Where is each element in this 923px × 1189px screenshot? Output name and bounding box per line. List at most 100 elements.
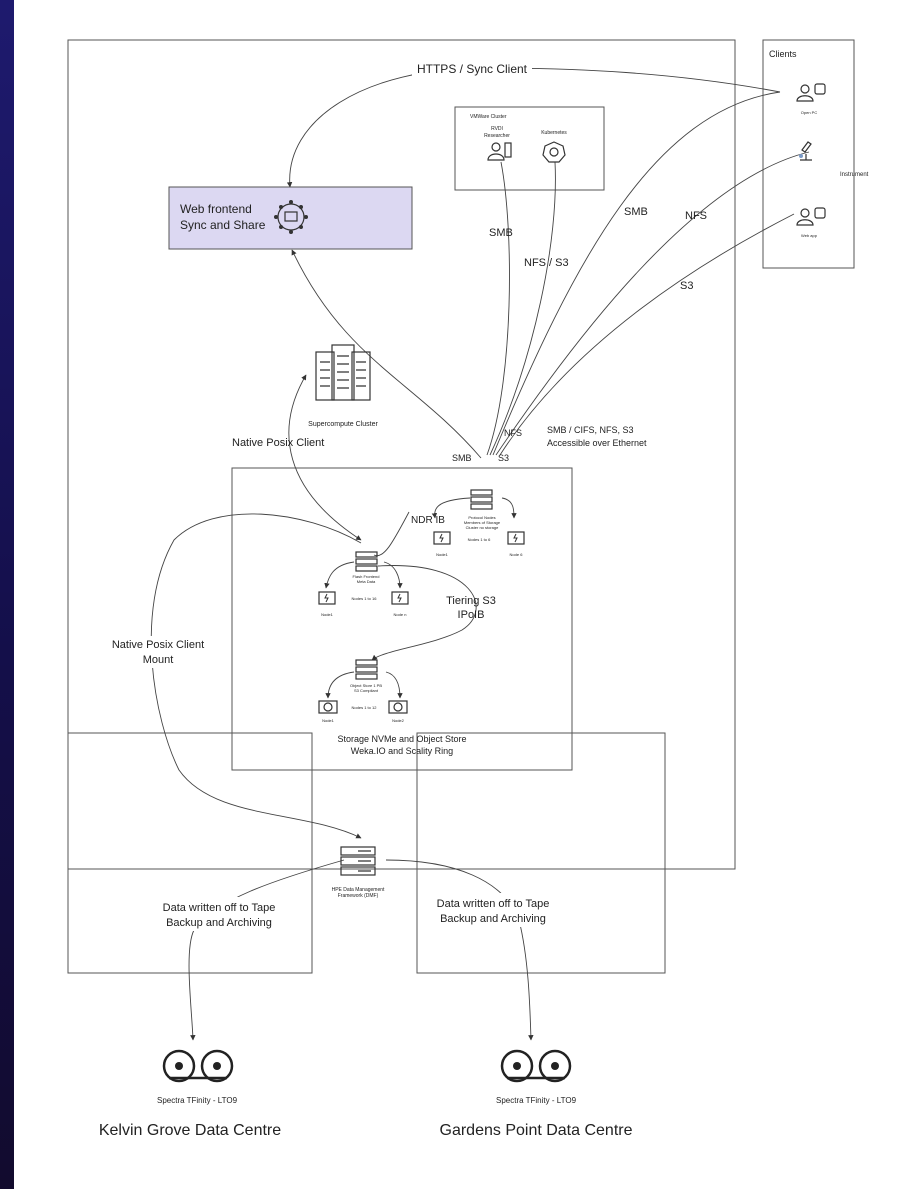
gardens-point-title: Gardens Point Data Centre (440, 1122, 633, 1139)
instrument-label: Instrument (840, 172, 869, 178)
posix-mount-link (150, 513, 362, 839)
flash-frontend-title: Flash Frontend (353, 574, 380, 579)
client-s3-link (499, 213, 795, 456)
vmware-cluster-title: VMWare Cluster (470, 114, 507, 120)
rvdi-smb-link (486, 161, 510, 456)
object-node1-disk-icon (318, 700, 338, 714)
s3-client-label: S3 (680, 280, 693, 292)
web-frontend-to-protocol-link (291, 249, 482, 459)
kelvin-grove-title: Kelvin Grove Data Centre (99, 1122, 281, 1139)
supercompute-label: Supercompute Cluster (308, 421, 378, 428)
object-store-title: Object Store 1 PB (350, 683, 382, 688)
flash-left-link (324, 561, 355, 589)
smb-proto-label: SMB (452, 453, 472, 463)
object-right-link (385, 671, 403, 699)
ethernet-label-line2: Accessible over Ethernet (547, 438, 647, 448)
data-centre-boundary (67, 39, 736, 870)
object-store-server-icon (355, 659, 378, 680)
kubernetes-nfs-link (489, 161, 556, 456)
flash-right-link (383, 561, 403, 589)
flash-noden-icon (391, 591, 409, 605)
gardens-point-tape-icon (500, 1049, 572, 1083)
open-pc-label: Open PC (801, 110, 818, 115)
dmf-subtitle: Framework (DMF) (338, 893, 379, 899)
client-nfs-link (495, 151, 810, 456)
s3-proto-label: S3 (498, 453, 509, 463)
kelvin-grove-tape-label: Spectra TFinity - LTO9 (157, 1096, 238, 1105)
flash-node1-icon (318, 591, 336, 605)
tape-left-link (188, 859, 345, 1041)
protocol-left-link (431, 497, 471, 519)
nfs-proto-label: NFS (504, 428, 522, 438)
diagram-canvas: HTTPS / Sync Client Clients Open PC Inst… (14, 0, 923, 1189)
protocol-node1-icon (433, 531, 451, 545)
storage-cluster-title: Storage NVMe and Object Store (337, 734, 466, 744)
gardens-point-box (416, 732, 666, 974)
kelvin-grove-tape-icon (162, 1049, 234, 1083)
protocol-right-link (501, 497, 517, 519)
tiering-link (371, 565, 477, 661)
web-frontend-subtitle: Sync and Share (180, 218, 266, 232)
protocol-nodes-range: Nodes 1 to 6 (468, 537, 491, 542)
storage-cluster-box (231, 467, 573, 771)
tape-left-label-line2: Backup and Archiving (166, 917, 272, 929)
nfs-client-label: NFS (685, 210, 707, 222)
storage-cluster-subtitle: Weka.IO and Scality Ring (351, 746, 453, 756)
tiering-label-line2: IPoIB (458, 609, 485, 621)
vmware-cluster-box (454, 106, 605, 191)
flash-node1-label: Node1 (321, 612, 334, 617)
rvdi-label: RVDI (491, 126, 503, 132)
nfs-s3-vm-label: NFS / S3 (524, 257, 569, 269)
tiering-label-line1: Tiering S3 (446, 595, 496, 607)
flash-noden-label: Node n (394, 612, 407, 617)
web-globe-icon (274, 200, 308, 234)
https-sync-link (286, 67, 781, 188)
flash-frontend-line2: Meta Data (357, 579, 376, 584)
protocol-nodes-line2: Members of Storage (464, 520, 501, 525)
dmf-title: HPE Data Management (332, 887, 385, 893)
tape-left-label-line1: Data written off to Tape (163, 902, 276, 914)
web-frontend-box (168, 186, 413, 250)
ndr-ib-link (373, 511, 410, 557)
flash-nodes-range: Nodes 1 to 16 (352, 596, 378, 601)
https-sync-label: HTTPS / Sync Client (417, 62, 528, 76)
object-left-link (325, 671, 355, 699)
ethernet-label-line1: SMB / CIFS, NFS, S3 (547, 425, 634, 435)
protocol-node6-label: Node 6 (510, 552, 524, 557)
object-node1-label: Node1 (322, 718, 335, 723)
posix-mount-label-line1: Native Posix Client (112, 639, 204, 651)
protocol-node6-icon (507, 531, 525, 545)
open-pc-user-icon (796, 83, 826, 102)
object-store-line2: S3 Compliant (354, 688, 379, 693)
flash-server-icon (355, 551, 378, 572)
protocol-nodes-title: Protocol Nodes (468, 515, 495, 520)
protocol-server-icon (470, 489, 493, 510)
smb-vm-label: SMB (489, 227, 513, 239)
dmf-server-icon (340, 846, 376, 876)
tape-right-label-line1: Data written off to Tape (437, 898, 550, 910)
object-node2-disk-icon (388, 700, 408, 714)
researcher-desktop-icon (487, 142, 512, 161)
kelvin-grove-box (67, 732, 313, 974)
tape-right-label-line2: Backup and Archiving (440, 913, 546, 925)
web-app-label: Web app (801, 233, 818, 238)
native-posix-client-label: Native Posix Client (232, 437, 324, 449)
object-node2-label: Node2 (392, 718, 405, 723)
gardens-point-tape-label: Spectra TFinity - LTO9 (496, 1096, 577, 1105)
kubernetes-label: Kubernetes (541, 130, 567, 136)
clients-title: Clients (769, 49, 797, 59)
ndr-ib-label: NDR IB (411, 515, 445, 526)
smb-client-label: SMB (624, 206, 648, 218)
protocol-node1-label: Node1 (436, 552, 449, 557)
protocol-nodes-line3: Cluster no storage (466, 525, 499, 530)
client-smb-link (492, 91, 781, 456)
posix-mount-label-line2: Mount (143, 654, 174, 666)
architecture-diagram: HTTPS / Sync Client Clients Open PC Inst… (67, 39, 869, 1139)
web-frontend-title: Web frontend (180, 202, 252, 216)
object-nodes-range: Nodes 1 to 12 (352, 705, 378, 710)
researcher-label: Researcher (484, 133, 510, 139)
kubernetes-icon (542, 141, 566, 163)
supercompute-posix-link (288, 374, 362, 541)
supercompute-cluster-icon (315, 344, 371, 401)
web-app-user-icon (796, 207, 826, 226)
